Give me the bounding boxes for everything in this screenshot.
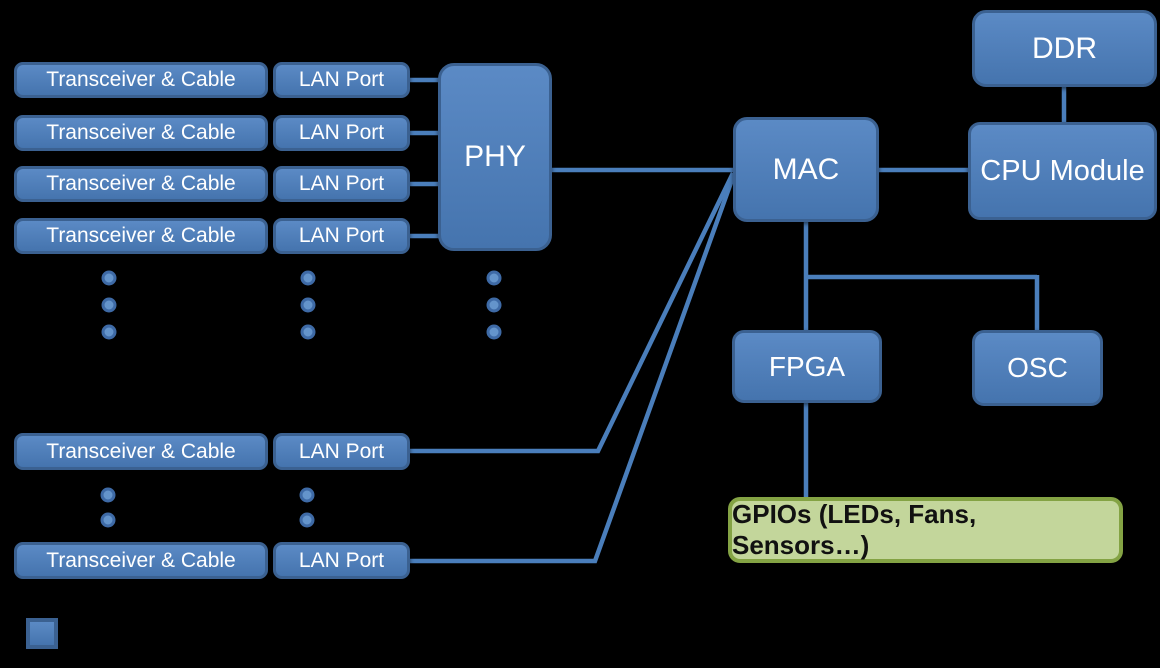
ddr-label: DDR xyxy=(1032,31,1097,65)
transceiver-cable-label: Transceiver & Cable xyxy=(46,548,236,572)
phy-label: PHY xyxy=(464,140,526,173)
ellipsis-dot xyxy=(300,297,316,313)
transceiver-cable-box-6: Transceiver & Cable xyxy=(14,542,268,579)
transceiver-cable-box-1: Transceiver & Cable xyxy=(14,62,268,98)
lan-port-box-2: LAN Port xyxy=(273,115,410,151)
ellipsis-dot xyxy=(100,487,116,503)
lan-port-label: LAN Port xyxy=(298,548,385,572)
transceiver-cable-box-5: Transceiver & Cable xyxy=(14,433,268,470)
ellipsis-dot xyxy=(299,512,315,528)
transceiver-cable-label: Transceiver & Cable xyxy=(46,439,236,463)
transceiver-cable-label: Transceiver & Cable xyxy=(46,121,236,144)
lan5-mac-connector xyxy=(408,172,736,454)
lan6-mac-connector xyxy=(408,176,736,564)
lan-port-box-4: LAN Port xyxy=(273,218,410,254)
lan-port-label: LAN Port xyxy=(298,224,385,247)
transceiver-cable-box-2: Transceiver & Cable xyxy=(14,115,268,151)
fpga-box: FPGA xyxy=(732,330,882,403)
ellipsis-dot xyxy=(101,270,117,286)
transceiver-cable-label: Transceiver & Cable xyxy=(46,172,236,195)
ddr-box: DDR xyxy=(972,10,1157,87)
ellipsis-dot xyxy=(101,324,117,340)
lan-port-box-5: LAN Port xyxy=(273,433,410,470)
lan-port-box-6: LAN Port xyxy=(273,542,410,579)
ellipsis-dot xyxy=(101,297,117,313)
fpga-label: FPGA xyxy=(768,350,846,382)
ellipsis-dot xyxy=(486,270,502,286)
lan-port-label: LAN Port xyxy=(298,439,385,463)
phy-box: PHY xyxy=(438,63,552,251)
cpu-module-label: CPU Module xyxy=(980,154,1145,187)
lan-port-label: LAN Port xyxy=(298,121,385,144)
cpu-module-box: CPU Module xyxy=(968,122,1157,220)
ellipsis-dot xyxy=(486,324,502,340)
lan-port-box-3: LAN Port xyxy=(273,166,410,202)
ellipsis-dot xyxy=(486,297,502,313)
transceiver-cable-label: Transceiver & Cable xyxy=(46,68,236,91)
ellipsis-dot xyxy=(100,512,116,528)
ellipsis-dot xyxy=(299,487,315,503)
gpio-label: GPIOs (LEDs, Fans, Sensors…) xyxy=(732,499,977,560)
lan-port-label: LAN Port xyxy=(298,172,385,195)
gpio-box: GPIOs (LEDs, Fans, Sensors…) xyxy=(728,497,1123,563)
mac-label: MAC xyxy=(772,152,840,186)
transceiver-cable-box-4: Transceiver & Cable xyxy=(14,218,268,254)
ellipsis-dot xyxy=(300,324,316,340)
transceiver-cable-box-3: Transceiver & Cable xyxy=(14,166,268,202)
osc-box: OSC xyxy=(972,330,1103,406)
ellipsis-dot xyxy=(300,270,316,286)
mac-box: MAC xyxy=(733,117,879,222)
transceiver-cable-label: Transceiver & Cable xyxy=(46,224,236,247)
osc-label: OSC xyxy=(1007,352,1068,383)
legend-swatch xyxy=(26,618,58,649)
lan-port-label: LAN Port xyxy=(298,68,385,91)
lan-port-box-1: LAN Port xyxy=(273,62,410,98)
